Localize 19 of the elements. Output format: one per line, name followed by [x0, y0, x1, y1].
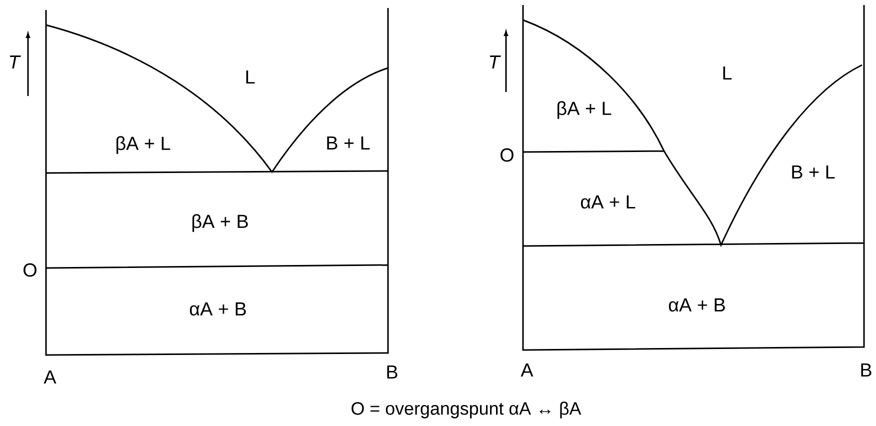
- axis-label: T: [10, 56, 21, 69]
- region-label: βA + L: [116, 136, 170, 154]
- point-label: O: [500, 148, 514, 162]
- axis-label: A: [44, 370, 56, 384]
- region-label: B + L: [327, 136, 370, 150]
- point-label: O: [24, 263, 36, 277]
- region-label: L: [723, 66, 732, 80]
- axis-label: B: [387, 366, 398, 379]
- axis-label: A: [520, 364, 534, 377]
- region-label: αA + B: [190, 302, 246, 316]
- axis-label: T: [490, 56, 501, 69]
- region-label: βA + B: [192, 214, 248, 232]
- axis-label: B: [861, 364, 872, 377]
- region-label: βA + L: [558, 101, 612, 119]
- region-label: L: [246, 70, 255, 84]
- caption: O = overgangspunt αA ↔ βA: [352, 402, 582, 418]
- region-label: B + L: [792, 166, 835, 179]
- region-label: αA + L: [580, 195, 636, 209]
- region-label: αA + B: [668, 298, 725, 312]
